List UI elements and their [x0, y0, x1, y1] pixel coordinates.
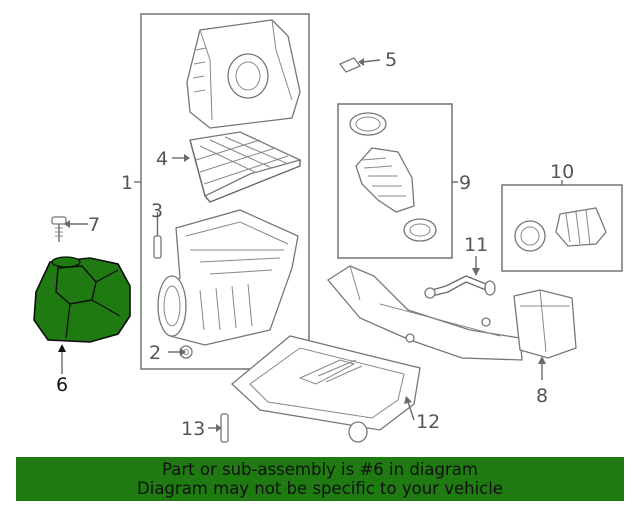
callout-4: 4: [156, 148, 168, 170]
duct-kit-frame: [337, 103, 453, 259]
leader-lines: [58, 58, 563, 432]
callout-5: 5: [385, 49, 397, 71]
duct-kit-part[interactable]: [349, 112, 437, 242]
vent-hose-part[interactable]: [424, 275, 496, 299]
outlet-duct-part[interactable]: [327, 265, 577, 361]
air-cleaner-assembly-frame: [140, 13, 310, 370]
callout-2: 2: [149, 342, 161, 364]
bolt-part[interactable]: [51, 216, 67, 242]
callout-12: 12: [416, 411, 440, 433]
air-cleaner-cover-part[interactable]: [186, 19, 301, 129]
engine-cover-tray-part[interactable]: [231, 335, 421, 443]
air-intake-duct-part-6[interactable]: [33, 256, 131, 343]
callout-11: 11: [464, 234, 488, 256]
lower-housing-part[interactable]: [157, 209, 299, 346]
sensor-part[interactable]: [153, 224, 162, 259]
callout-9: 9: [459, 172, 471, 194]
parts-diagram: 1 2 3 4 5 6 7 8 9 10 11 12 13: [33, 13, 623, 443]
banner-line-1: Part or sub-assembly is #6 in diagram: [162, 460, 478, 479]
callout-6: 6: [56, 374, 68, 396]
outlet-duct-kit-part[interactable]: [514, 207, 607, 252]
clip-part[interactable]: [338, 57, 362, 73]
callout-1: 1: [121, 172, 133, 194]
banner-line-2: Diagram may not be specific to your vehi…: [137, 479, 503, 498]
info-banner: Part or sub-assembly is #6 in diagram Di…: [16, 457, 624, 501]
callout-3: 3: [151, 200, 163, 222]
callout-10: 10: [550, 161, 574, 183]
callout-7: 7: [88, 214, 100, 236]
stud-part[interactable]: [220, 413, 229, 443]
callout-13: 13: [181, 418, 205, 440]
callout-8: 8: [536, 385, 548, 407]
filter-element-part[interactable]: [189, 131, 302, 203]
